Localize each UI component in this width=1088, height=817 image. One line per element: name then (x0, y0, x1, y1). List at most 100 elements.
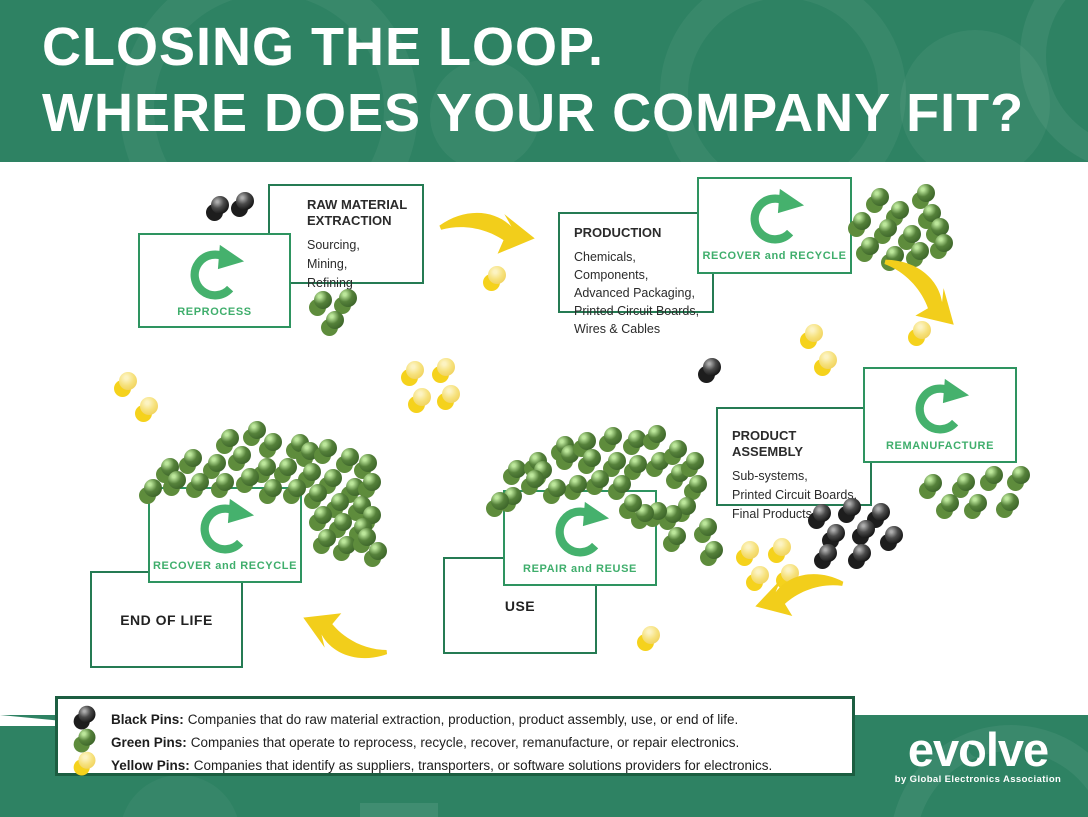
repair-green-pins-pin (681, 452, 705, 479)
remanufacture-green-pins-pin (980, 466, 1004, 493)
arrow-assembly-to-use (747, 557, 852, 633)
remanufacture-green-pins-pin (936, 494, 960, 521)
assembly-yellow-pins-top-pin (800, 324, 824, 351)
recover2-green-pins-pin (358, 473, 382, 500)
left-yellow-pins-pin (114, 372, 138, 399)
recover1-green-pins-pin (918, 204, 942, 231)
legend-text: Black Pins:Companies that do raw materia… (111, 711, 739, 727)
repair-green-pins-pin (664, 440, 688, 467)
recover2-green-pins-pin (259, 433, 283, 460)
evolve-logo-tagline: by Global Electronics Association (894, 774, 1062, 785)
legend-row-green: Green Pins:Companies that operate to rep… (71, 728, 852, 754)
recover1-green-pins-pin (866, 188, 890, 215)
page-title-line1: CLOSING THE LOOP. (42, 17, 605, 77)
recover2-green-pins-pin (304, 484, 328, 511)
recover1-green-pins-pin (848, 212, 872, 239)
stage-body: Sub-systems, Printed Circuit Boards, Fin… (732, 469, 858, 521)
recover2-green-pins-pin (309, 506, 333, 533)
repair-green-pins-pin (521, 470, 545, 497)
repair-green-pins-pin (543, 479, 567, 506)
remanufacture-green-pins-pin (964, 494, 988, 521)
repair-green-pins-pin (619, 494, 643, 521)
use-yellow-pins-pin (768, 538, 792, 565)
process-box-reprocess: REPROCESS (138, 233, 291, 328)
stage-box-product-assembly: PRODUCT ASSEMBLY Sub-systems, Printed Ci… (716, 407, 872, 521)
stage-title: RAW MATERIAL EXTRACTION (307, 197, 407, 228)
recycle-arrow-icon (915, 378, 970, 434)
flow-arrow-icon (439, 212, 535, 254)
header-banner: CLOSING THE LOOP. WHERE DOES YOUR COMPAN… (0, 0, 1088, 162)
flow-arrow-icon (884, 259, 954, 325)
process-box-remanufacture: REMANUFACTURE (863, 367, 1017, 463)
recycle-arrow-icon (190, 244, 244, 300)
footer-decor-circle (120, 775, 240, 817)
evolve-logo-word: evolve (908, 724, 1049, 776)
process-label: REPROCESS (177, 306, 252, 318)
repair-green-pins-pin (578, 449, 602, 476)
recover1-green-pins-pin (930, 234, 954, 261)
repair-green-pins-pin (684, 475, 708, 502)
repair-green-pins-pin (503, 460, 527, 487)
stage-title: PRODUCT ASSEMBLY (732, 428, 804, 459)
header-decor-circle (430, 60, 540, 162)
repair-green-pins-pin (486, 492, 510, 519)
page-title-line2: WHERE DOES YOUR COMPANY FIT? (42, 83, 1025, 143)
recover1-green-pins-pin (856, 237, 880, 264)
stage-body: Sourcing, Mining, Refining (307, 238, 360, 290)
evolve-logo: evolve by Global Electronics Association (888, 724, 1068, 786)
recover2-green-pins-pin (216, 429, 240, 456)
raw-material-black-pins-pin (206, 196, 230, 223)
recover2-green-pins-pin (274, 458, 298, 485)
black-pin-icon (72, 705, 101, 731)
recover2-green-pins-pin (353, 528, 377, 555)
recycle-arrow-icon (555, 501, 610, 557)
repair-green-pins-pin (599, 427, 623, 454)
left-yellow-pins-pin (135, 397, 159, 424)
repair-green-pins-pin (694, 518, 718, 545)
use-single-yellow-pin-pin (637, 626, 661, 653)
flow-arrow-icon (755, 574, 844, 616)
legend-text: Yellow Pins:Companies that identify as s… (111, 757, 773, 773)
repair-green-pins-pin (608, 475, 632, 502)
assembly-black-pins-pin (814, 544, 838, 571)
mid-yellow-pins-pin (401, 361, 425, 388)
stage-box-end-of-life: END OF LIFE (90, 571, 243, 668)
recover1-green-pins-pin (898, 225, 922, 252)
recover2-green-pins-pin (313, 529, 337, 556)
stage-title: PRODUCTION (574, 225, 662, 240)
recover2-green-pins-pin (179, 449, 203, 476)
legend-text: Green Pins:Companies that operate to rep… (111, 734, 740, 750)
repair-green-pins-pin (663, 527, 687, 554)
stage-box-production: PRODUCTION Chemicals, Components, Advanc… (558, 212, 714, 336)
repair-green-pins-pin (700, 541, 724, 568)
process-label: REPAIR and REUSE (523, 563, 637, 575)
recover2-green-pins-pin (163, 471, 187, 498)
recover2-green-pins-pin (333, 536, 357, 563)
process-box-recover-and-recycle-left: RECOVER and RECYCLE (148, 487, 302, 583)
recover2-green-pins-pin (243, 421, 267, 448)
process-label: RECOVER and RECYCLE (152, 560, 298, 572)
stage-box-raw-material-extraction: RAW MATERIAL EXTRACTION Sourcing, Mining… (268, 184, 424, 290)
arrow-extraction-to-production (435, 200, 539, 267)
mid-yellow-pins-pin (437, 385, 461, 412)
recover2-green-pins-pin (211, 473, 235, 500)
reprocess-green-pins-pin (334, 289, 358, 316)
stage-title: USE (504, 597, 536, 614)
footer-decor-rect (360, 803, 438, 817)
reprocess-green-pins-pin (321, 311, 345, 338)
mid-yellow-pins-pin (408, 388, 432, 415)
recycle-arrow-icon (200, 498, 255, 554)
stage-body: Chemicals, Components, Advanced Packagin… (574, 250, 700, 336)
recover2-green-pins-pin (259, 479, 283, 506)
green-pin-icon (72, 728, 101, 754)
stage-title: END OF LIFE (120, 611, 213, 628)
assembly-yellow-pins-top-pin (908, 321, 932, 348)
assembly-black-pins-pin (852, 520, 876, 547)
mid-yellow-pins-pin (432, 358, 456, 385)
raw-material-black-pins-pin (231, 192, 255, 219)
repair-green-pins-pin (623, 430, 647, 457)
process-label: REMANUFACTURE (885, 440, 995, 452)
process-box-recover-and-recycle-top: RECOVER and RECYCLE (697, 177, 852, 274)
recover2-green-pins-pin (139, 479, 163, 506)
